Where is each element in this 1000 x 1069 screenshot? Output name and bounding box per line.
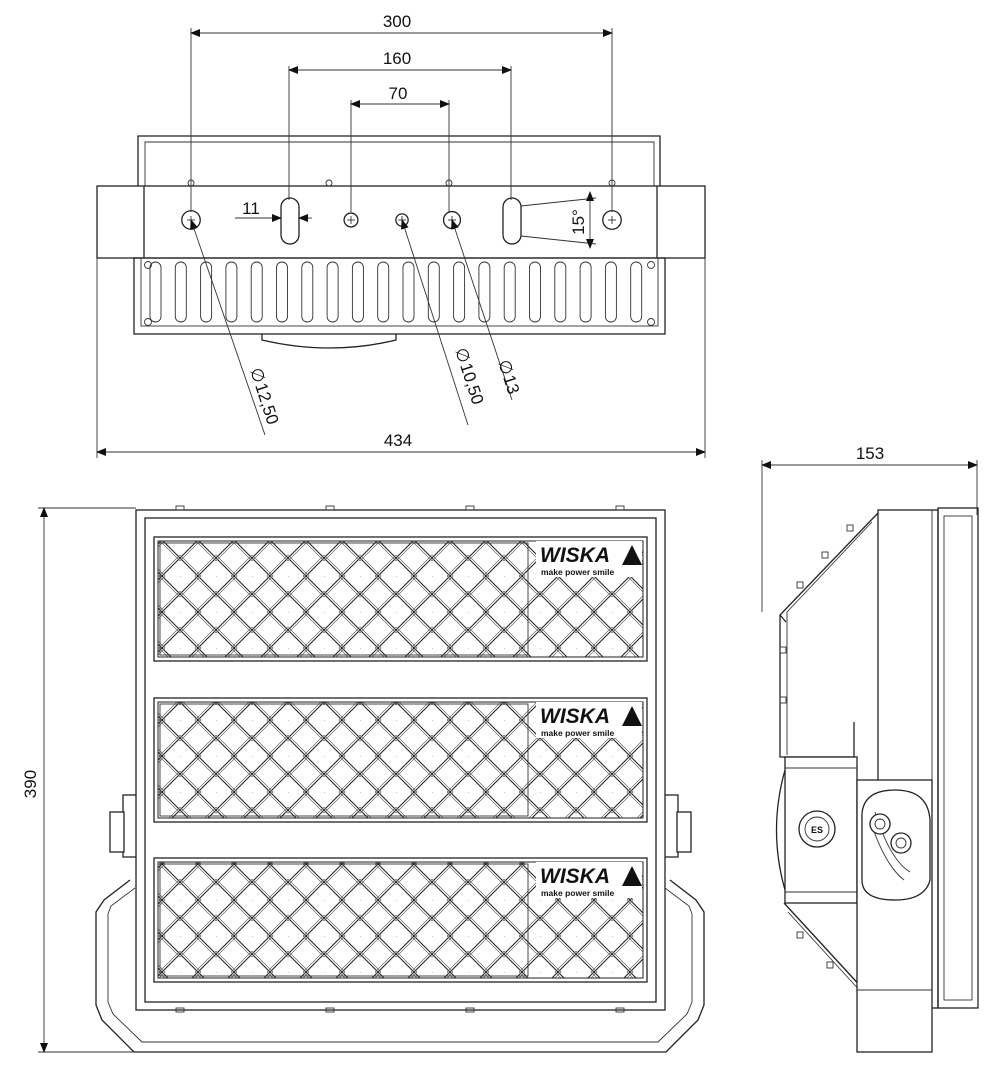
fin bbox=[529, 261, 541, 323]
screw-icon bbox=[325, 179, 333, 187]
logo-triangle-icon bbox=[622, 866, 642, 886]
svg-text:13: 13 bbox=[499, 373, 523, 397]
dim-70: 70 bbox=[389, 84, 408, 103]
screw-icon bbox=[796, 581, 804, 589]
dim-11: 11 bbox=[242, 199, 260, 218]
fin bbox=[200, 261, 213, 323]
left-knob bbox=[122, 794, 138, 858]
side-view: 153 ES bbox=[761, 444, 979, 1053]
screw-icon bbox=[175, 1007, 185, 1013]
screw-icon bbox=[175, 505, 185, 511]
slot-right bbox=[502, 197, 522, 245]
dia-13-label: ∅ 13 bbox=[494, 357, 523, 396]
fin bbox=[604, 261, 617, 323]
screw-icon bbox=[647, 318, 655, 326]
svg-text:make power smile: make power smile bbox=[541, 888, 615, 898]
cable-gland bbox=[798, 810, 836, 848]
fin bbox=[579, 261, 592, 323]
fin bbox=[503, 261, 516, 323]
fin bbox=[174, 261, 187, 323]
screw-icon bbox=[779, 696, 787, 704]
screw-icon bbox=[325, 505, 335, 511]
dim-390: 390 bbox=[21, 770, 40, 798]
svg-text:12,50: 12,50 bbox=[251, 381, 282, 427]
fin bbox=[276, 261, 288, 323]
screw-icon bbox=[846, 524, 854, 532]
slot-left bbox=[280, 197, 300, 245]
dim-300: 300 bbox=[383, 12, 411, 31]
svg-text:WISKA: WISKA bbox=[540, 865, 610, 888]
fin bbox=[377, 261, 390, 323]
svg-text:make power smile: make power smile bbox=[541, 567, 615, 577]
fin bbox=[478, 261, 491, 323]
mounting-hole bbox=[602, 210, 622, 230]
fin bbox=[326, 261, 339, 323]
fin bbox=[149, 261, 162, 323]
dim-153: 153 bbox=[856, 444, 884, 463]
fin bbox=[225, 261, 238, 323]
svg-text:∅: ∅ bbox=[451, 345, 474, 365]
fin bbox=[402, 261, 415, 323]
svg-text:10,50: 10,50 bbox=[456, 361, 487, 407]
dim-160: 160 bbox=[383, 49, 411, 68]
screw-icon bbox=[144, 261, 152, 269]
svg-text:∅: ∅ bbox=[246, 365, 269, 385]
fin bbox=[427, 261, 440, 323]
dim-434: 434 bbox=[384, 431, 412, 450]
mounting-hole bbox=[343, 212, 359, 228]
fin bbox=[351, 261, 364, 323]
screw-icon bbox=[144, 318, 152, 326]
screw-icon bbox=[826, 961, 834, 969]
screw-icon bbox=[821, 551, 829, 559]
screw-icon bbox=[647, 261, 655, 269]
fin bbox=[301, 261, 314, 323]
svg-text:make power smile: make power smile bbox=[541, 728, 615, 738]
top-view: 300 160 70 11 434 15° ∅ 12,50 ∅ 10,50 ∅ … bbox=[96, 12, 706, 458]
fin bbox=[453, 261, 466, 323]
dia-10-50-label: ∅ 10,50 bbox=[451, 345, 487, 407]
pivot-bolt-1 bbox=[869, 813, 891, 835]
logo-triangle-icon bbox=[622, 545, 642, 565]
yoke-side-plate bbox=[856, 779, 933, 1053]
fin bbox=[630, 261, 643, 323]
screw-icon bbox=[465, 505, 475, 511]
logo-triangle-icon bbox=[622, 706, 642, 726]
screw-icon bbox=[465, 1007, 475, 1013]
screw-icon bbox=[325, 1007, 335, 1013]
fin bbox=[250, 261, 263, 323]
right-knob bbox=[663, 794, 679, 858]
screw-icon bbox=[615, 505, 625, 511]
screw-icon bbox=[615, 1007, 625, 1013]
dim-15-degrees: 15° bbox=[569, 209, 588, 235]
svg-text:WISKA: WISKA bbox=[540, 705, 610, 728]
fin bbox=[554, 261, 567, 323]
screw-icon bbox=[796, 931, 804, 939]
yoke-bracket bbox=[95, 879, 705, 1053]
svg-text:WISKA: WISKA bbox=[540, 544, 610, 567]
screw-icon bbox=[779, 646, 787, 654]
pivot-bolt-2 bbox=[890, 832, 912, 854]
heatsink-fins bbox=[133, 257, 666, 335]
badge-es: ES bbox=[811, 825, 823, 835]
svg-text:∅: ∅ bbox=[494, 357, 517, 377]
